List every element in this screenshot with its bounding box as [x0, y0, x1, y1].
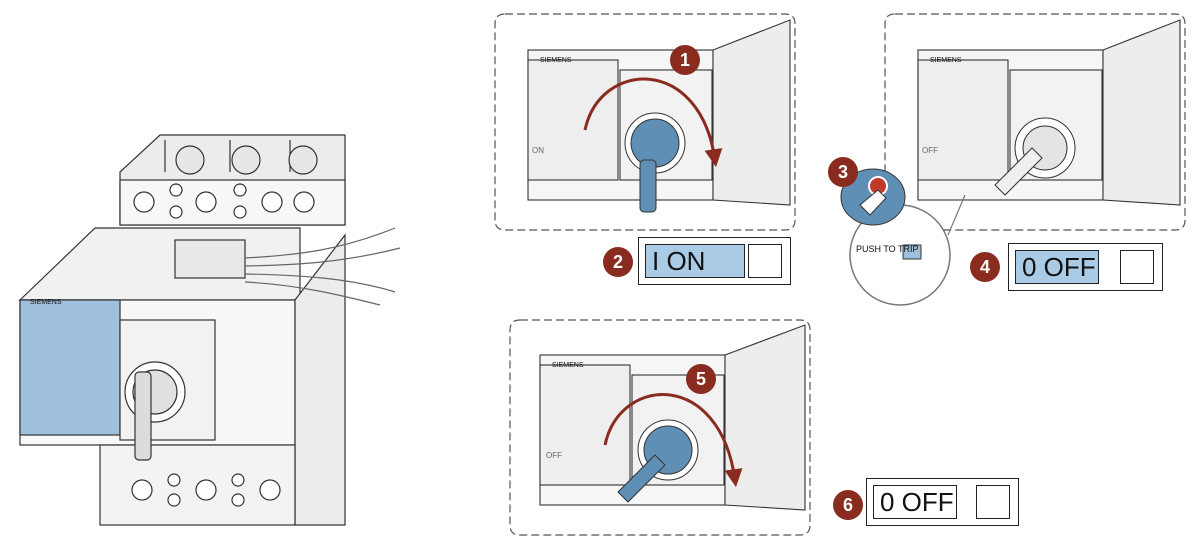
- panel3-brand-text: SIEMENS: [930, 57, 962, 64]
- panel3-small-off-text: OFF: [922, 146, 938, 155]
- rotate-clockwise-arrow-icon: [583, 77, 723, 168]
- step-badge-1: 1: [670, 45, 700, 75]
- status-label-on-text: I ON: [645, 244, 745, 278]
- status-label-off-text: 0 OFF: [873, 485, 957, 519]
- status-label-step2: I ON: [638, 237, 791, 285]
- panel5-brand-text: SIEMENS: [552, 362, 584, 369]
- rotary-handle-blue: [630, 118, 680, 168]
- main-brand-text: SIEMENS: [30, 299, 62, 306]
- panel-step-1: [494, 13, 796, 231]
- main-breaker-unit: [18, 134, 401, 526]
- step-badge-3: 3: [828, 157, 858, 187]
- status-label-step6: 0 OFF: [866, 478, 1019, 526]
- push-to-trip-text: PUSH TO TRIP: [856, 244, 919, 254]
- status-label-empty-square: [748, 244, 782, 278]
- status-label-empty-square: [1120, 250, 1154, 284]
- panel1-brand-text: SIEMENS: [540, 57, 572, 64]
- panel5-small-off-text: OFF: [546, 451, 562, 460]
- rotate-clockwise-arrow-icon: [603, 393, 743, 488]
- pointing-hand-icon: [840, 168, 906, 226]
- step-badge-4: 4: [970, 252, 1000, 282]
- panel-step-5: [509, 319, 811, 536]
- status-label-empty-square: [976, 485, 1010, 519]
- status-label-off-text: 0 OFF: [1015, 250, 1099, 284]
- step-badge-2: 2: [603, 247, 633, 277]
- step-badge-5: 5: [686, 364, 716, 394]
- panel-step-3: [840, 13, 1186, 306]
- panel1-small-on-text: ON: [532, 146, 544, 155]
- step-badge-6: 6: [833, 490, 863, 520]
- status-label-step4: 0 OFF: [1008, 243, 1163, 291]
